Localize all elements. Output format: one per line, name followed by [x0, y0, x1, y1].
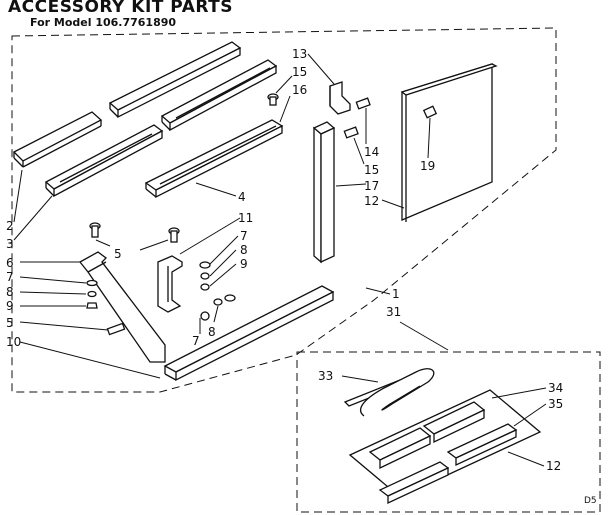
callout-16: 16	[292, 83, 307, 97]
callout-31: 31	[386, 305, 401, 319]
callout-11: 11	[238, 211, 253, 225]
leader-lines	[13, 53, 547, 467]
part-2-short-rail	[12, 111, 103, 168]
diagram-code: D5	[584, 496, 597, 506]
part-7-8-9-hardware-right	[199, 261, 236, 321]
callout-10: 10	[6, 335, 21, 349]
callout-15: 15	[364, 163, 379, 177]
part-15-screw-side	[343, 126, 359, 139]
callout-19: 19	[420, 159, 435, 173]
callout-12: 12	[546, 459, 561, 473]
part-15-screw-top	[267, 93, 279, 106]
part-14-screw	[355, 97, 371, 110]
model-subtitle: For Model 106.7761890	[30, 16, 177, 29]
callout-34: 34	[548, 381, 563, 395]
callout-35: 35	[548, 397, 563, 411]
callout-8: 8	[208, 325, 216, 339]
kit-boundary	[11, 27, 557, 393]
part-13-bracket	[329, 81, 351, 115]
part-middle-channel	[160, 59, 278, 132]
callout-12: 12	[364, 194, 379, 208]
part-5-screw-a	[89, 222, 101, 238]
part-11-u-bracket	[157, 255, 183, 313]
callout-17: 17	[364, 179, 379, 193]
callout-1: 1	[392, 287, 400, 301]
callout-7: 7	[6, 270, 14, 284]
callout-15: 15	[292, 65, 307, 79]
callout-9: 9	[240, 257, 248, 271]
part-4-channel	[144, 119, 284, 199]
diagram-title: ACCESSORY KIT PARTS	[8, 0, 234, 17]
callout-7: 7	[240, 229, 248, 243]
part-top-rail	[108, 41, 242, 119]
part-5-screw-c	[106, 322, 126, 336]
subkit-boundary	[296, 351, 601, 513]
part-35-foam-strip	[378, 423, 518, 505]
callout-8: 8	[240, 243, 248, 257]
callout-2: 2	[6, 219, 14, 233]
callout-5: 5	[6, 316, 14, 330]
part-34-foam-block	[368, 401, 486, 470]
callout-3: 3	[6, 237, 14, 251]
callout-6: 6	[6, 256, 14, 270]
part-7-8-9-hardware-left	[86, 279, 98, 309]
callout-4: 4	[238, 190, 246, 204]
callout-13: 13	[292, 47, 307, 61]
callout-9: 9	[6, 299, 14, 313]
callout-5: 5	[114, 247, 122, 261]
part-6-arm	[79, 251, 166, 363]
part-12-foam-sheet	[348, 389, 542, 498]
part-3-channel-rail	[44, 124, 164, 198]
part-33-seal-strip	[343, 368, 435, 417]
callout-8: 8	[6, 285, 14, 299]
callout-33: 33	[318, 369, 333, 383]
part-12-panel	[400, 63, 498, 222]
part-10-bottom-rail	[163, 285, 335, 382]
part-5-screw-b	[168, 227, 180, 243]
callout-14: 14	[364, 145, 379, 159]
part-17-vertical-post	[312, 121, 336, 264]
callout-7: 7	[192, 334, 200, 348]
part-19-screw	[422, 105, 438, 119]
